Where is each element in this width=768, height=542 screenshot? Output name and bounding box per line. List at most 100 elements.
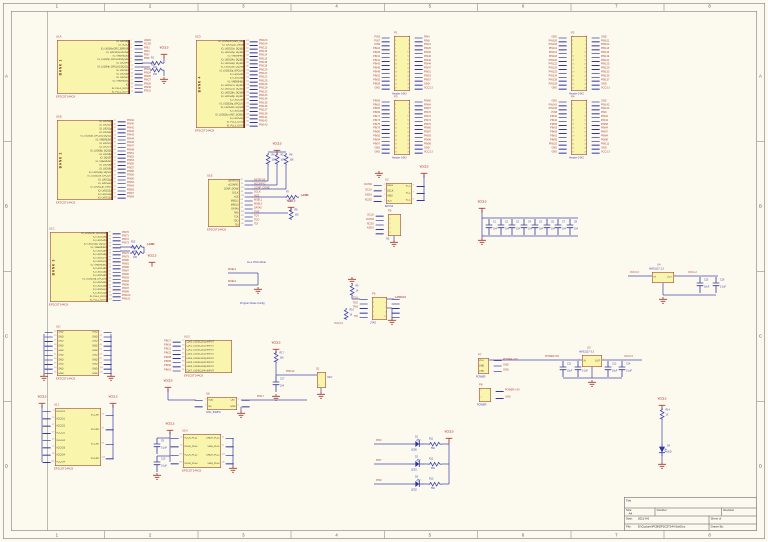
wire [591, 109, 600, 111]
connector-P4[interactable] [570, 99, 587, 155]
net-label: NCSO [143, 42, 152, 46]
pin-label: MSEL1 [230, 199, 239, 202]
designator: R17 [279, 351, 284, 354]
component-U1C[interactable]: BANK 3 [49, 231, 108, 302]
regulator-U3[interactable] [581, 354, 602, 367]
wire [381, 136, 390, 138]
capacitor-C14[interactable] [618, 361, 626, 377]
wire [244, 224, 253, 226]
pin-label: OUT [230, 398, 236, 402]
resistor-R16[interactable] [129, 250, 144, 256]
capacitor-C17[interactable] [272, 376, 280, 392]
resistor-R15[interactable] [129, 244, 144, 250]
pin-number: 9 [130, 61, 132, 64]
capacitor-C4[interactable] [520, 219, 528, 235]
pin-number: 80 [108, 259, 111, 262]
pin-number: 16 [221, 435, 224, 438]
pin-number: 142 [245, 120, 249, 123]
capacitor-C10[interactable] [153, 456, 161, 472]
pin-number: 113 [245, 50, 249, 53]
led-D1[interactable] [411, 438, 424, 448]
net-label: PIN48 [126, 147, 134, 151]
led-D3[interactable] [411, 478, 424, 488]
led-D2[interactable] [411, 458, 424, 468]
zone-label: 4 [335, 532, 338, 538]
wire [359, 303, 368, 305]
pin-number: 2 [585, 35, 587, 38]
resistor-R17[interactable] [273, 350, 279, 363]
connector-P7[interactable] [477, 357, 489, 374]
wire [249, 125, 258, 127]
connector-P8[interactable] [478, 387, 491, 402]
capacitor-C12[interactable] [604, 361, 612, 377]
pin-label: IO, LVDS22p, DM1B [222, 44, 244, 47]
component-U1I[interactable] [56, 329, 99, 376]
resistor-R6[interactable] [283, 152, 289, 165]
component-U1A[interactable]: BANK 1 [56, 39, 130, 94]
resistor-R4[interactable] [265, 152, 271, 165]
capacitor-C11[interactable] [559, 361, 567, 377]
resistor-R7[interactable] [284, 194, 299, 200]
capacitor-C15[interactable] [696, 277, 704, 293]
component-U1B[interactable]: BANK 2 [56, 119, 113, 200]
resistor-R9[interactable] [349, 283, 355, 296]
component-U6[interactable] [206, 396, 237, 410]
component-U2[interactable] [385, 182, 412, 204]
wire [416, 193, 425, 194]
capacitor-C6[interactable] [543, 219, 551, 235]
power-net-label: VCC3.3 [271, 341, 281, 345]
connector-P1[interactable] [393, 35, 410, 91]
wire [414, 113, 423, 115]
size-label: Size [625, 508, 632, 512]
connector-P5[interactable] [387, 213, 401, 236]
wire [373, 443, 412, 445]
wire [163, 69, 165, 76]
resistor-R2[interactable] [149, 67, 164, 73]
pin-number: 21 [182, 348, 185, 351]
wire [558, 49, 567, 51]
component-U1E[interactable] [207, 178, 240, 227]
resistor-R12[interactable] [427, 461, 442, 467]
resistor-R14[interactable] [659, 407, 665, 420]
resistor-R11[interactable] [427, 441, 442, 447]
component-U1H[interactable] [182, 433, 221, 468]
capacitor-C13[interactable] [574, 361, 582, 377]
pin-number: 10 [407, 51, 410, 54]
capacitor-C9[interactable] [153, 438, 161, 454]
regulator-U4[interactable] [651, 271, 674, 283]
capacitor-C5[interactable] [531, 219, 539, 235]
capacitor-C2[interactable] [497, 219, 505, 235]
capacitor-C3[interactable] [508, 219, 516, 235]
switch-S1[interactable] [316, 371, 326, 388]
connector-P6[interactable] [371, 296, 387, 320]
capacitor-C16[interactable] [712, 277, 720, 293]
resistor-R10[interactable] [343, 307, 349, 320]
resistor-R5[interactable] [274, 152, 280, 165]
component-U1J[interactable] [54, 407, 101, 466]
pin-number: 9 [394, 115, 397, 118]
resistor-R1[interactable] [149, 60, 164, 66]
component-U1G[interactable] [184, 339, 232, 373]
net-label: PIN43 [373, 62, 380, 66]
pin-number: 3 [130, 46, 132, 49]
capacitor-C8[interactable] [566, 219, 574, 235]
connector-P3[interactable] [393, 99, 410, 155]
net-label: PIN59 [373, 98, 380, 102]
connector-P2[interactable] [570, 35, 587, 91]
net-label: PIN125 [600, 62, 610, 66]
zone-tick [290, 2, 292, 11]
net-label: PIN104 [600, 42, 610, 46]
capacitor-C7[interactable] [554, 219, 562, 235]
wire [134, 84, 143, 86]
pin-number: 9 [394, 51, 397, 54]
resistor-R8[interactable] [288, 207, 294, 220]
pin-number: 76 [108, 252, 111, 255]
net-label: VCC3.3 [623, 354, 633, 358]
part-name: OSC_50MHz [205, 410, 221, 414]
resistor-R13[interactable] [427, 481, 442, 487]
designator: U1I [55, 324, 61, 329]
capacitor-C1[interactable] [485, 219, 493, 235]
wire [414, 72, 423, 74]
component-U1D[interactable]: BANK 4 [195, 39, 245, 128]
